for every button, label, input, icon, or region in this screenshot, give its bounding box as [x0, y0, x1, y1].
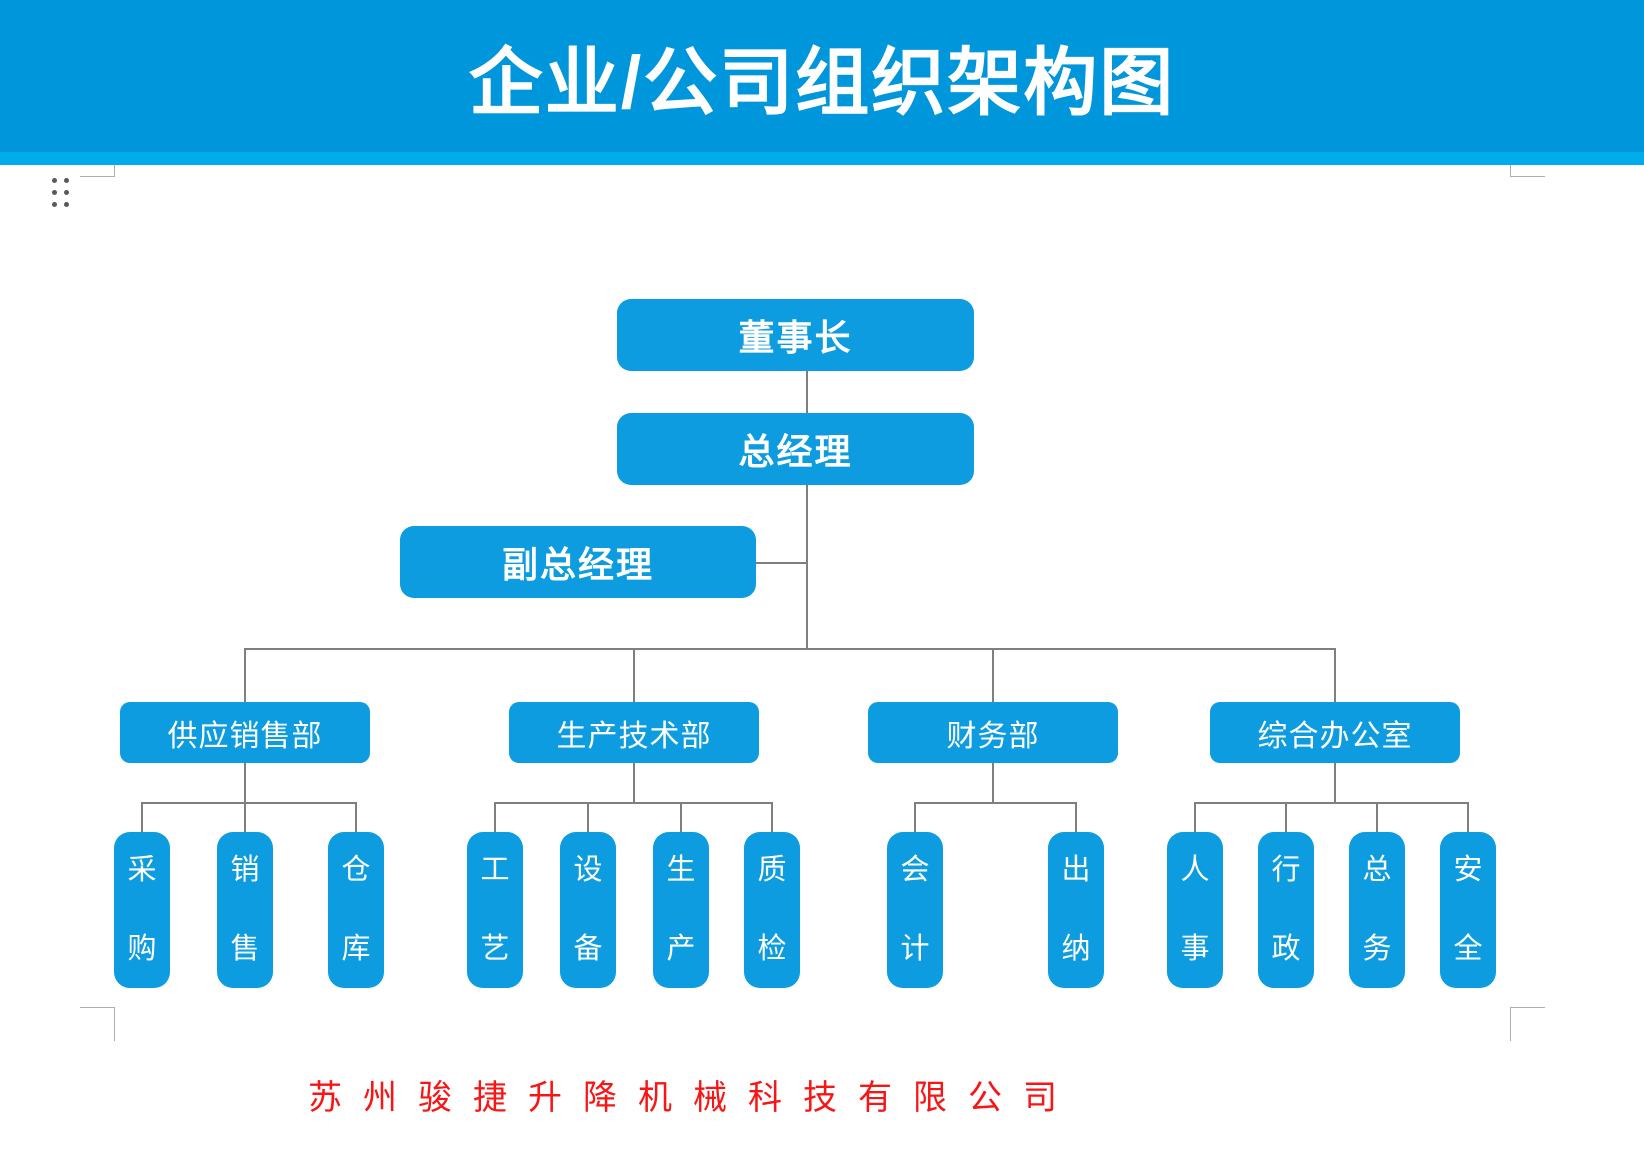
org-node-unit-purchasing[interactable]: 采购	[114, 832, 170, 988]
connector-line	[1194, 802, 1469, 804]
connector-line	[680, 802, 682, 832]
connector-line	[244, 648, 246, 702]
page-corner-mark	[1510, 1007, 1545, 1041]
org-node-dept-finance[interactable]: 财务部	[868, 702, 1118, 763]
connector-line	[1285, 802, 1287, 832]
connector-line	[1467, 802, 1469, 832]
connector-line	[141, 802, 143, 832]
org-node-unit-production[interactable]: 生产	[653, 832, 709, 988]
page-corner-mark	[1510, 165, 1545, 177]
connector-line	[494, 802, 773, 804]
connector-line	[806, 370, 808, 414]
page-corner-mark	[80, 1007, 115, 1041]
org-node-dept-supply-sales[interactable]: 供应销售部	[120, 702, 370, 763]
title-banner	[0, 0, 1644, 152]
org-node-unit-quality[interactable]: 质检	[744, 832, 800, 988]
connector-line	[633, 763, 635, 803]
title-banner-strip	[0, 152, 1644, 165]
connector-line	[914, 802, 1077, 804]
org-node-unit-process[interactable]: 工艺	[467, 832, 523, 988]
org-node-unit-cashier[interactable]: 出纳	[1048, 832, 1104, 988]
org-node-unit-safety[interactable]: 安全	[1440, 832, 1496, 988]
company-name: 苏州骏捷升降机械科技有限公司	[308, 1079, 1078, 1117]
connector-line	[1075, 802, 1077, 832]
connector-line	[1376, 802, 1378, 832]
connector-line	[244, 763, 246, 803]
connector-line	[244, 802, 246, 832]
org-node-unit-sales[interactable]: 销售	[217, 832, 273, 988]
connector-line	[494, 802, 496, 832]
org-node-dept-production-tech[interactable]: 生产技术部	[509, 702, 759, 763]
connector-line	[1334, 763, 1336, 803]
org-node-unit-hr[interactable]: 人事	[1167, 832, 1223, 988]
org-node-unit-warehouse[interactable]: 仓库	[328, 832, 384, 988]
connector-line	[141, 802, 357, 804]
connector-line	[992, 763, 994, 803]
connector-line	[756, 562, 808, 564]
org-node-dept-general-office[interactable]: 综合办公室	[1210, 702, 1460, 763]
connector-line	[806, 485, 808, 650]
connector-line	[355, 802, 357, 832]
drag-handle-icon[interactable]	[52, 178, 69, 207]
connector-line	[633, 648, 635, 702]
org-node-unit-general-affairs[interactable]: 总务	[1349, 832, 1405, 988]
page-corner-mark	[80, 165, 115, 177]
org-node-general-manager[interactable]: 总经理	[617, 413, 974, 485]
connector-line	[587, 802, 589, 832]
connector-line	[1334, 648, 1336, 702]
connector-line	[244, 648, 1336, 650]
connector-line	[914, 802, 916, 832]
org-node-unit-admin[interactable]: 行政	[1258, 832, 1314, 988]
connector-line	[771, 802, 773, 832]
org-node-deputy-general-manager[interactable]: 副总经理	[400, 526, 756, 598]
page-title: 企业/公司组织架构图	[468, 40, 1176, 124]
org-node-unit-equipment[interactable]: 设备	[560, 832, 616, 988]
connector-line	[1194, 802, 1196, 832]
connector-line	[992, 648, 994, 702]
org-node-unit-accounting[interactable]: 会计	[887, 832, 943, 988]
org-node-chairman[interactable]: 董事长	[617, 299, 974, 371]
